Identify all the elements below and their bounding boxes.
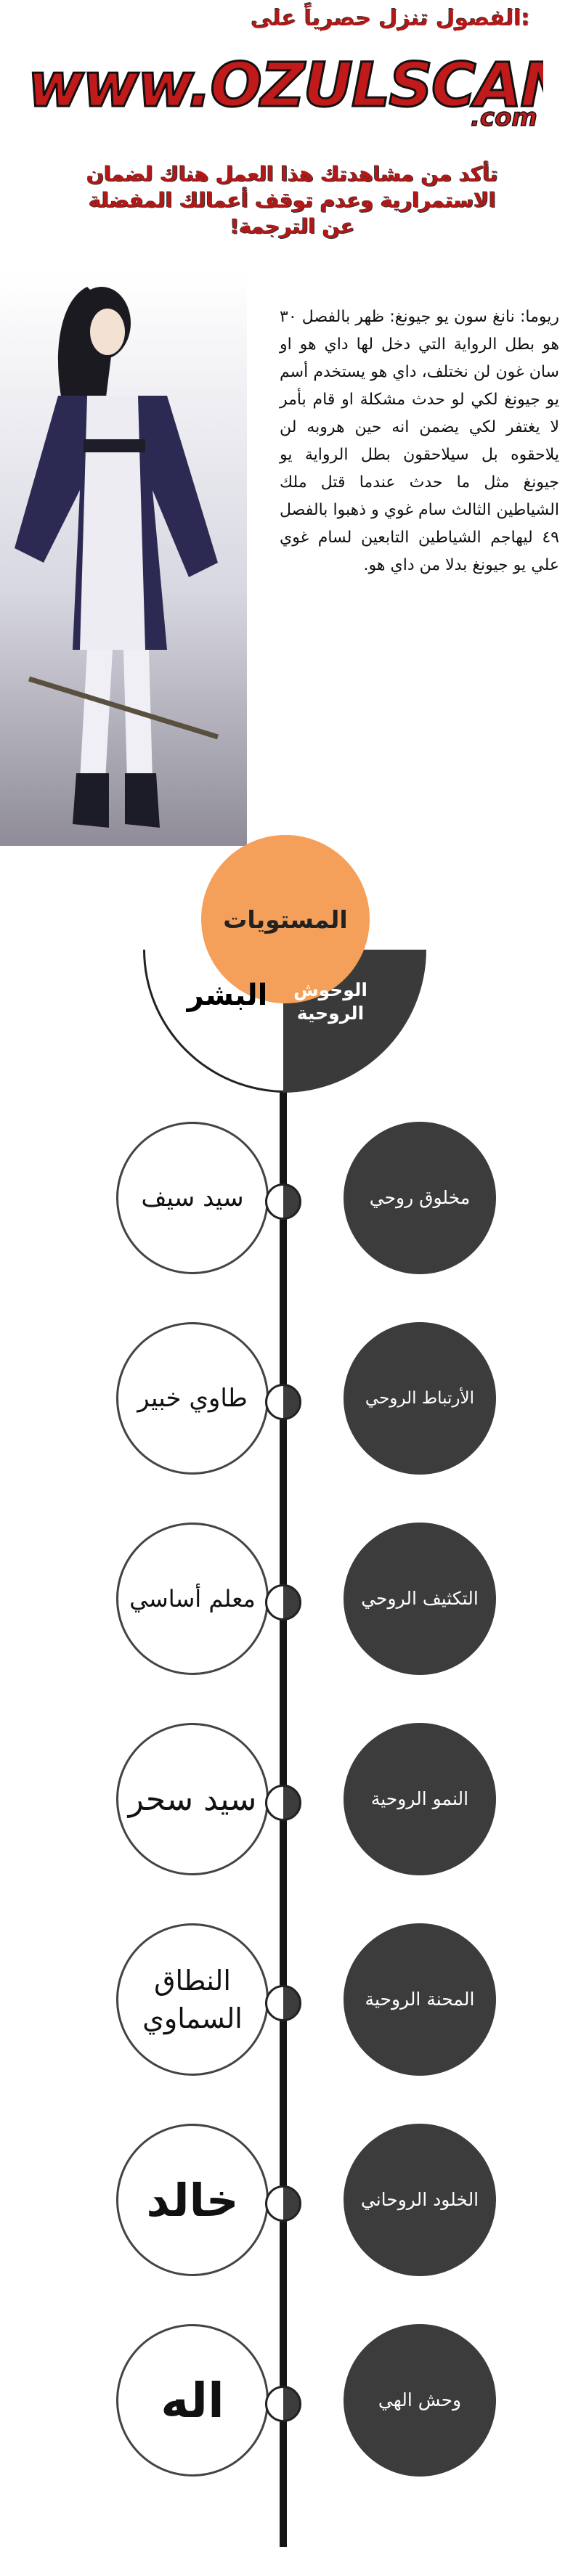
human-level-circle: اله [116,2324,269,2477]
level-row: طاوي خبير الأرتباط الروحي [0,1322,581,1482]
beast-level-label: مخلوق روحي [369,1187,471,1208]
svg-text:.com: .com [471,103,537,129]
human-level-label: معلم أساسي [129,1585,256,1613]
timeline-node [265,1584,301,1621]
level-row: سيد سحر النمو الروحية [0,1723,581,1883]
level-row: معلم أساسي التكثيف الروحي [0,1523,581,1682]
character-illustration [0,272,247,846]
human-level-label: طاوي خبير [137,1384,248,1413]
intro-paragraph: ريوما: نانغ سون يو جيونغ: ظهر بالفصل ٣٠ … [280,308,559,574]
header-note-line: تأكد من مشاهدتك هذا العمل هناك لضمان [86,162,498,186]
level-row: خالد الخلود الروحاني [0,2124,581,2283]
beast-level-circle: مخلوق روحي [344,1122,496,1274]
human-level-label: سيد سيف [141,1183,244,1212]
human-column-header: البشر [187,979,268,1012]
beast-level-label: المحنة الروحية [365,1989,475,2010]
beast-level-label: النمو الروحية [370,1788,469,1809]
beast-level-label: الأرتباط الروحي [365,1389,475,1408]
levels-title: المستويات [223,905,348,934]
human-level-label: اله [161,2372,224,2429]
level-row: النطاق السماوي المحنة الروحية [0,1923,581,2083]
timeline-node [265,1985,301,2021]
beast-level-circle: وحش الهي [344,2324,496,2477]
timeline-node [265,2185,301,2222]
beast-level-circle: الأرتباط الروحي [344,1322,496,1475]
header-note-line: الاستمرارية وعدم توقف أعمالك المفضلة [89,188,496,212]
beast-level-circle: المحنة الروحية [344,1923,496,2076]
beast-level-circle: التكثيف الروحي [344,1523,496,1675]
level-row: سيد سيف مخلوق روحي [0,1122,581,1281]
beast-level-label: التكثيف الروحي [361,1588,479,1609]
beast-level-label: وحش الهي [378,2389,462,2410]
human-level-circle: خالد [116,2124,269,2276]
beast-level-label: الخلود الروحاني [360,2189,479,2210]
human-level-label: النطاق السماوي [142,1965,243,2034]
timeline-node [265,1384,301,1420]
human-level-circle: سيد سيف [116,1122,269,1274]
human-level-circle: معلم أساسي [116,1523,269,1675]
human-level-circle: طاوي خبير [116,1322,269,1475]
levels-title-circle: المستويات [201,835,370,1003]
scanlation-header: الفصول تنزل حصرياً على: www.OZULSCANS .c… [0,0,581,261]
svg-text:www.OZULSCANS: www.OZULSCANS [28,49,543,121]
timeline-node [265,2386,301,2422]
human-level-circle: النطاق السماوي [116,1923,269,2076]
human-level-label: خالد [146,2173,239,2227]
timeline-axis [280,950,287,2547]
beast-column-header: الوحوش الروحية [293,979,367,1024]
human-level-label: سيد سحر [128,1780,257,1818]
level-row: اله وحش الهي [0,2324,581,2484]
header-note: تأكد من مشاهدتك هذا العمل هناك لضمان الا… [22,161,563,240]
levels-diagram: المستويات البشر الوحوش الروحية سيد سيف م… [0,835,581,2576]
human-level-circle: سيد سحر [116,1723,269,1875]
timeline-node [265,1785,301,1821]
timeline-node [265,1183,301,1220]
beast-level-circle: الخلود الروحاني [344,2124,496,2276]
ozulscans-logo: www.OZULSCANS .com [27,49,544,130]
header-note-line: عن الترجمة! [229,214,355,238]
header-exclusive-line: الفصول تنزل حصرياً على: [251,6,530,31]
beast-level-circle: النمو الروحية [344,1723,496,1875]
